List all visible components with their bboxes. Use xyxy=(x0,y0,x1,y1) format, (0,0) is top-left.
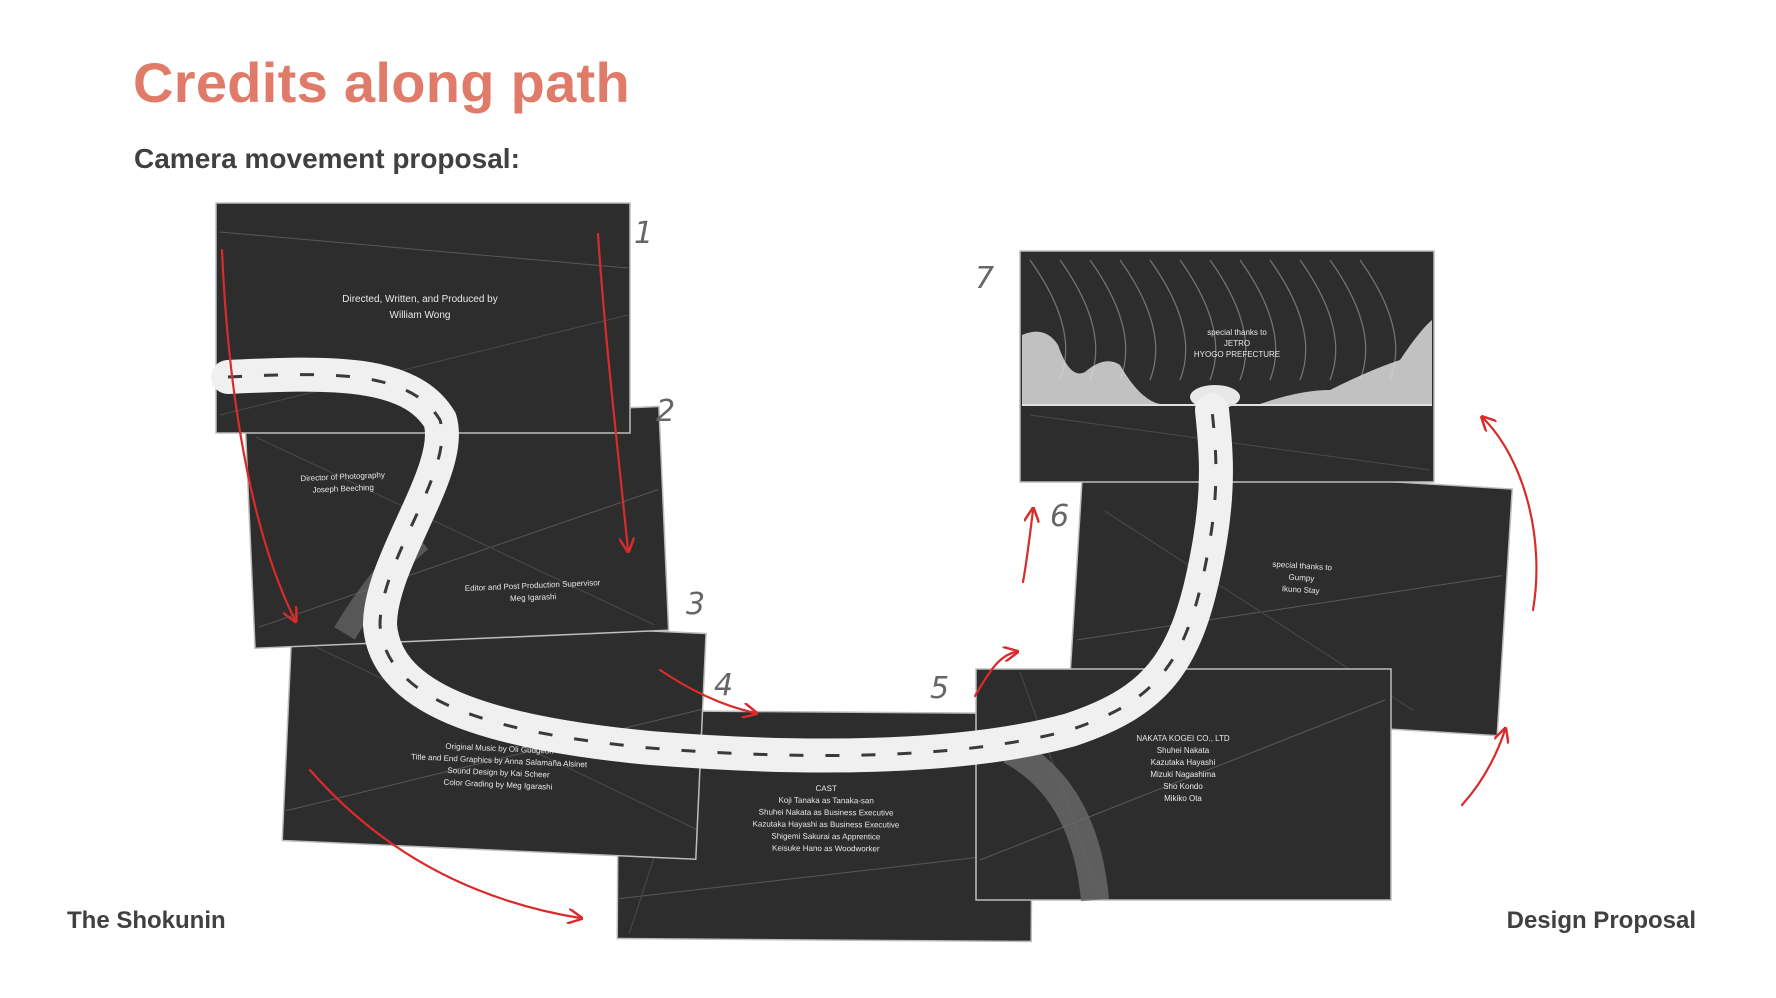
frame-5-line-5: Sho Kondo xyxy=(1163,782,1203,791)
frame-number-3: 3 xyxy=(686,587,705,622)
credit-frame-5: NAKATA KOGEI CO., LTD Shuhei Nakata Kazu… xyxy=(975,668,1392,902)
frame-4-line-1: CAST xyxy=(816,784,838,793)
frame-5-line-4: Mizuki Nagashima xyxy=(1150,770,1216,779)
footer-project-name: The Shokunin xyxy=(67,907,226,934)
frame-4-line-4: Kazutaka Hayashi as Business Executive xyxy=(753,819,900,829)
frame-2-line-2: Joseph Beeching xyxy=(312,483,374,495)
frame-number-2: 2 xyxy=(656,394,675,429)
frame-5-line-2: Shuhei Nakata xyxy=(1157,746,1210,755)
frame-4-line-5: Shigemi Sakurai as Apprentice xyxy=(771,832,881,842)
frame-5-line-6: Mikiko Ota xyxy=(1164,794,1202,803)
frame-1-line-1: Directed, Written, and Produced by xyxy=(342,294,497,305)
frame-number-5: 5 xyxy=(930,671,949,706)
arrow-2 xyxy=(596,232,628,550)
frame-5-line-3: Kazutaka Hayashi xyxy=(1151,758,1216,767)
arrow-8 xyxy=(1460,730,1505,807)
frame-number-1: 1 xyxy=(634,216,653,251)
footer-document-type: Design Proposal xyxy=(1506,907,1696,934)
arrow-4 xyxy=(658,668,755,713)
frame-numbers: 1 2 3 4 5 6 7 xyxy=(634,216,1069,706)
arrow-3 xyxy=(308,768,580,918)
frame-4-line-6: Keisuke Hano as Woodworker xyxy=(772,844,880,854)
frame-7-line-2: JETRO xyxy=(1224,339,1250,348)
frame-2-line-1: Director of Photography xyxy=(300,470,385,483)
frame-6-line-2: Gumpy xyxy=(1288,573,1314,584)
frame-number-6: 6 xyxy=(1050,499,1069,534)
credits-road-path xyxy=(211,357,1233,773)
credit-frame-7: special thanks to JETRO HYOGO PREFECTURE xyxy=(1019,250,1435,483)
camera-movement-arrows xyxy=(220,232,1538,918)
frame-5-line-1: NAKATA KOGEI CO., LTD xyxy=(1136,734,1230,743)
slide-subtitle: Camera movement proposal: xyxy=(134,143,520,174)
slide-title: Credits along path xyxy=(133,51,630,114)
arrow-7 xyxy=(1483,418,1538,612)
frame-number-4: 4 xyxy=(714,668,733,703)
frame-1-line-2: William Wong xyxy=(390,310,451,321)
frame-6-line-1: special thanks to xyxy=(1272,560,1333,573)
arrow-1 xyxy=(220,248,295,620)
frame-7-line-3: HYOGO PREFECTURE xyxy=(1194,350,1280,359)
frame-4-line-2: Koji Tanaka as Tanaka-san xyxy=(778,796,873,806)
frame-number-7: 7 xyxy=(975,261,994,296)
frame-7-line-1: special thanks to xyxy=(1207,328,1267,337)
arrow-5 xyxy=(973,652,1016,698)
frame-2-line-4: Meg Igarashi xyxy=(510,592,557,603)
arrow-6 xyxy=(1021,510,1033,584)
frame-6-line-3: Ikuno Stay xyxy=(1282,584,1320,595)
frame-4-line-3: Shuhei Nakata as Business Executive xyxy=(759,808,894,818)
